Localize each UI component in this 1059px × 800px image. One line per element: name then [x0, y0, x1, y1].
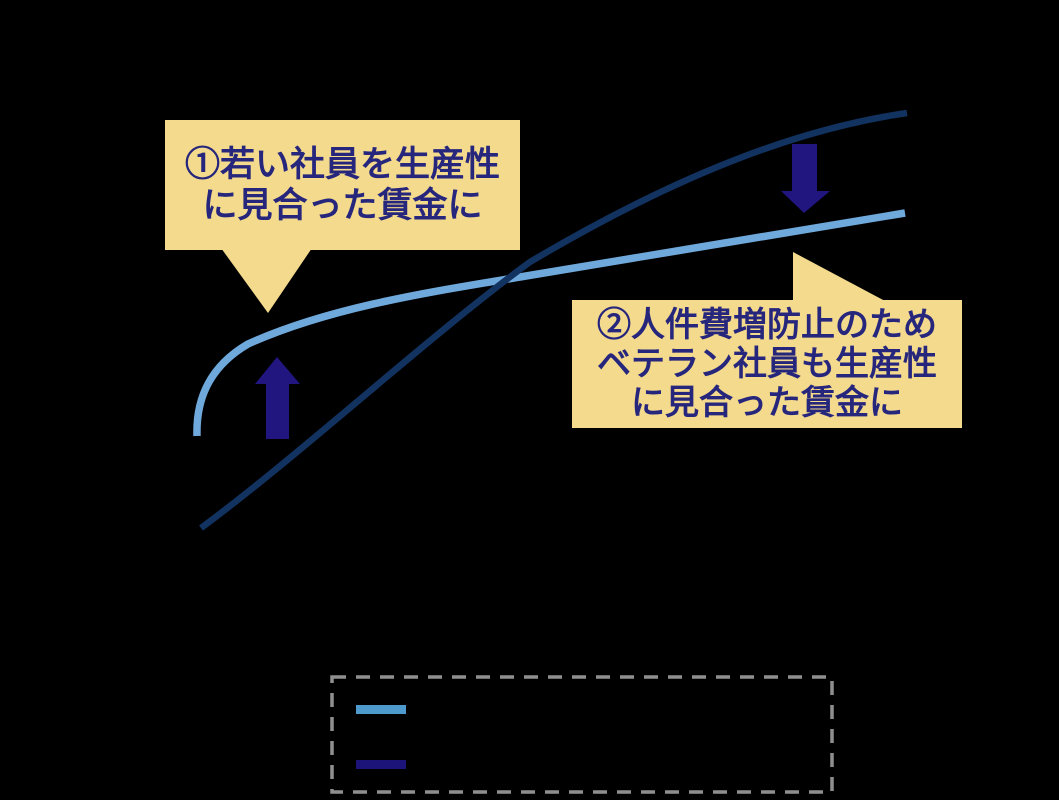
up-arrow: [255, 357, 300, 439]
callout-young-workers: ①若い社員を生産性 に見合った賃金に: [165, 120, 520, 250]
callout-veteran-workers-tail: [793, 252, 885, 301]
callout-young-workers-line-1: ①若い社員を生産性: [184, 145, 500, 184]
callout-young-workers-line-2: に見合った賃金に: [202, 186, 483, 225]
callout-veteran-workers-line-2: ベテラン社員も生産性: [597, 344, 937, 383]
legend-box: [330, 675, 834, 794]
wage-curve: [193, 209, 906, 437]
callout-young-workers-tail: [221, 248, 312, 313]
legend-swatch-productivity: [356, 760, 406, 769]
down-arrow: [781, 144, 830, 213]
callout-veteran-workers: ②人件費増防止のため ベテラン社員も生産性 に見合った賃金に: [572, 300, 962, 428]
callout-veteran-workers-line-1: ②人件費増防止のため: [597, 305, 937, 344]
productivity-curve: [199, 109, 908, 531]
legend-swatch-wage: [356, 705, 406, 714]
callout-veteran-workers-line-3: に見合った賃金に: [631, 383, 903, 422]
